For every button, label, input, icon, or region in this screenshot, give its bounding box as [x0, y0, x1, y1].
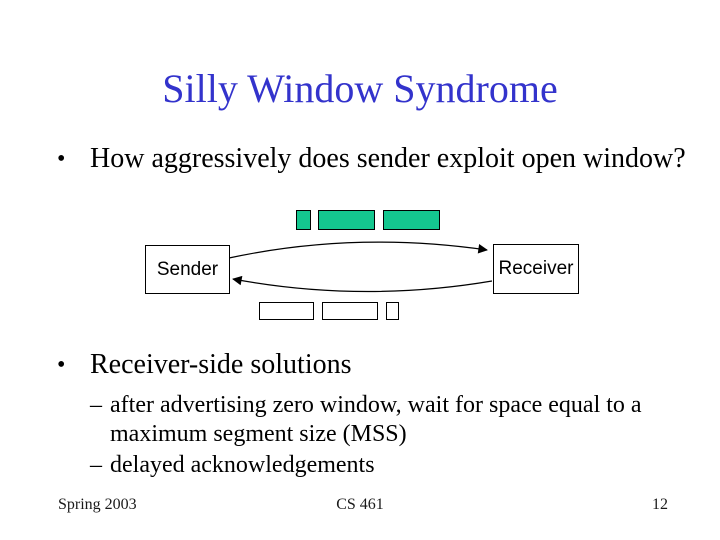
- bullet-item: • Receiver-side solutions: [57, 348, 707, 382]
- bullet-text: Receiver-side solutions: [90, 349, 352, 380]
- ack-segment-outline: [386, 302, 399, 320]
- sub-bullet-text: delayed acknowledgements: [110, 452, 375, 478]
- receiver-node: Receiver: [493, 244, 579, 294]
- bullet-item: • How aggressively does sender exploit o…: [57, 142, 707, 176]
- sender-node: Sender: [145, 245, 230, 294]
- sender-label: Sender: [156, 258, 219, 280]
- receiver-label: Receiver: [498, 258, 574, 279]
- footer-page-number: 12: [652, 496, 668, 513]
- sub-bullet-list: – after advertising zero window, wait fo…: [90, 391, 670, 482]
- sub-bullet-item: – delayed acknowledgements: [90, 451, 670, 480]
- footer-date: Spring 2003: [58, 496, 137, 513]
- dash-bullet-icon: –: [90, 392, 102, 418]
- sub-bullet-item: – after advertising zero window, wait fo…: [90, 391, 670, 449]
- data-segment-filled: [318, 210, 375, 230]
- data-segment-filled: [296, 210, 311, 230]
- data-segment-filled: [383, 210, 440, 230]
- bullet-dot-icon: •: [57, 352, 66, 378]
- bullet-dot-icon: •: [57, 146, 66, 172]
- ack-segment-outline: [259, 302, 314, 320]
- dash-bullet-icon: –: [90, 452, 102, 478]
- bullet-text: How aggressively does sender exploit ope…: [90, 143, 686, 174]
- footer-course: CS 461: [336, 496, 384, 513]
- slide-title: Silly Window Syndrome: [162, 66, 558, 111]
- sender-to-receiver-arrow: [228, 241, 488, 259]
- receiver-to-sender-arrow: [232, 275, 493, 293]
- ack-segment-outline: [322, 302, 378, 320]
- sub-bullet-text: after advertising zero window, wait for …: [110, 392, 642, 447]
